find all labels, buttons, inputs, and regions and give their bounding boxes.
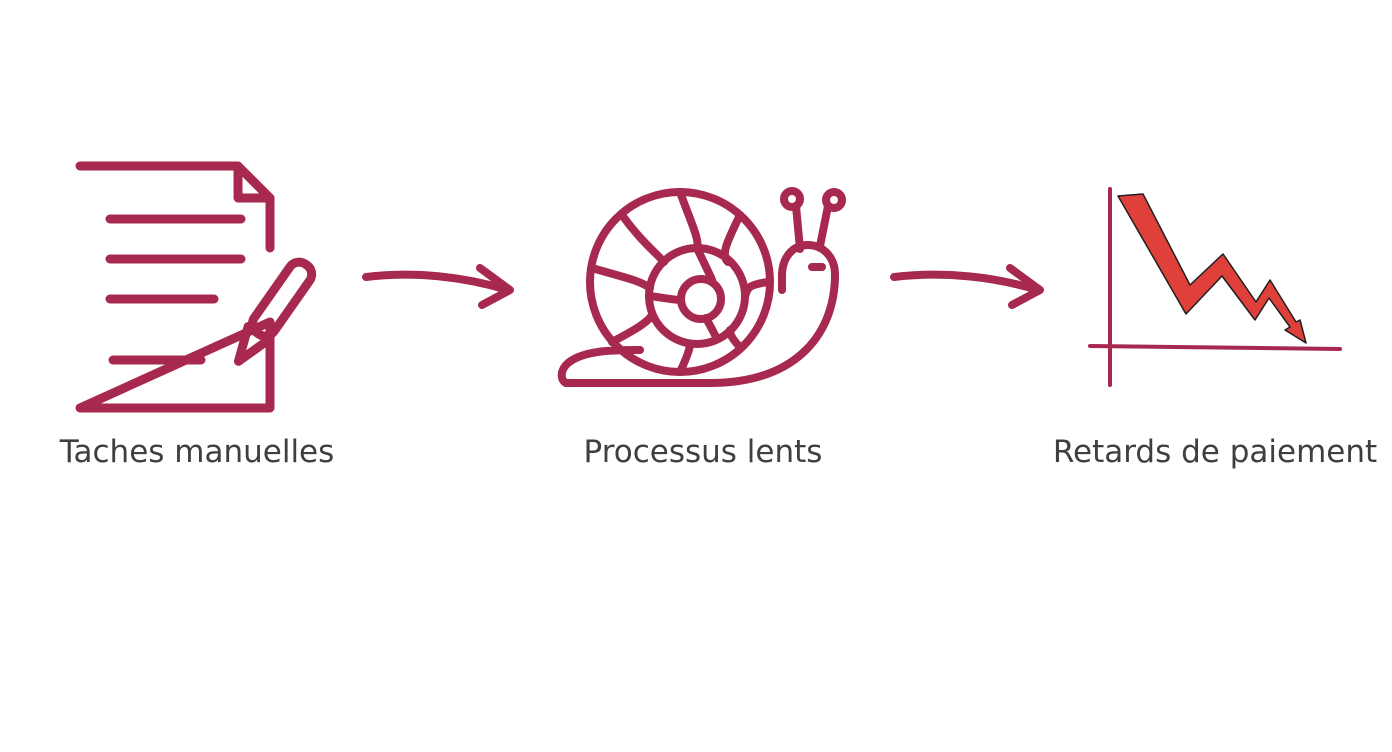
snail-icon bbox=[557, 187, 846, 387]
declining-chart-icon bbox=[1088, 187, 1342, 387]
step-label-manual-tasks: Taches manuelles bbox=[59, 434, 335, 470]
document-pencil-icon bbox=[75, 161, 317, 413]
step-label-slow-processes: Processus lents bbox=[583, 434, 823, 470]
arrow-right-icon bbox=[362, 264, 514, 309]
arrow-right-icon bbox=[890, 264, 1044, 309]
step-label-payment-delays: Retards de paiement bbox=[1052, 434, 1378, 470]
